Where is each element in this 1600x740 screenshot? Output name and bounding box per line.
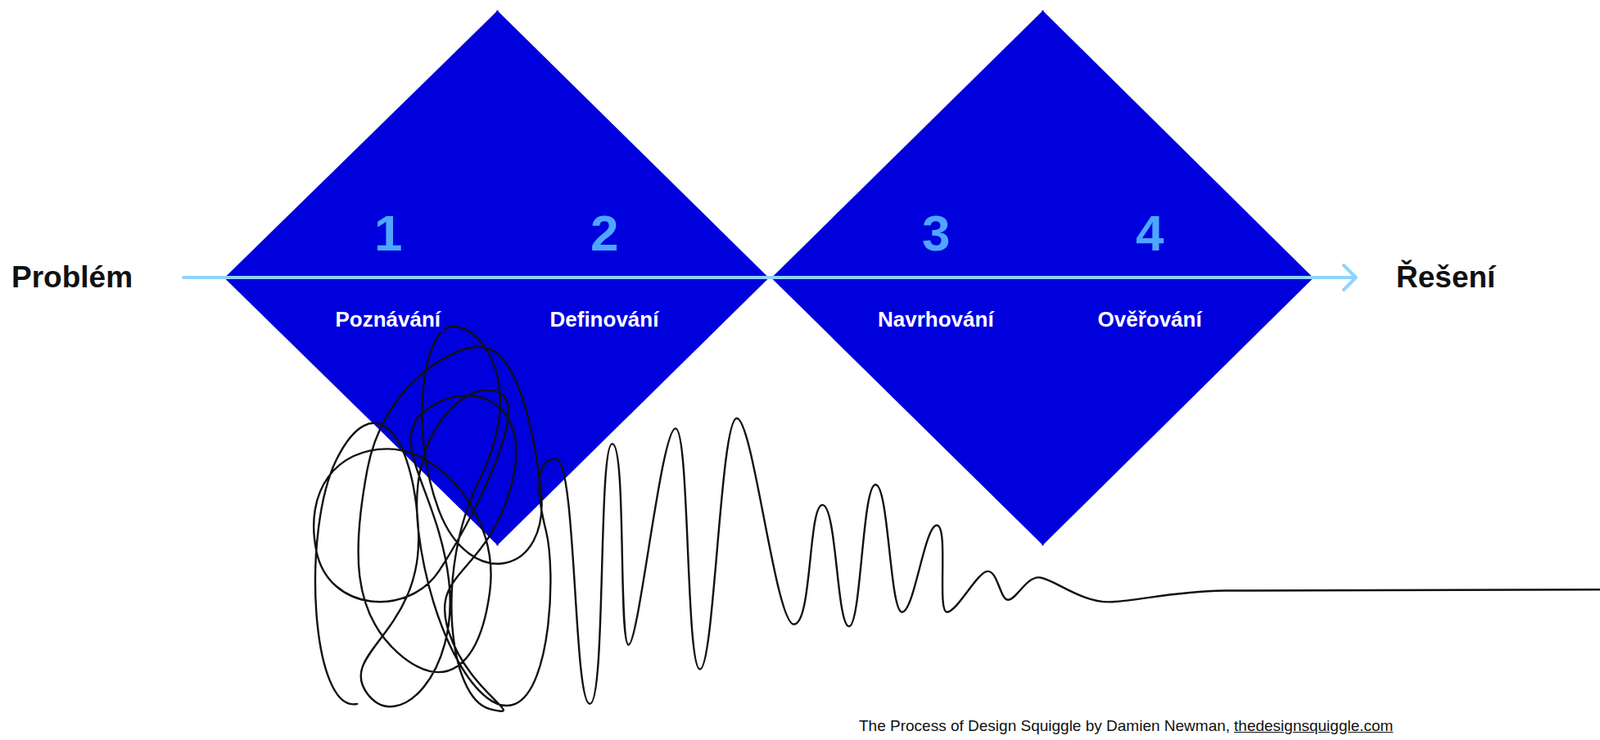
arrow-head	[1343, 265, 1356, 290]
start-label: Problém	[11, 260, 133, 295]
credit-line: The Process of Design Squiggle by Damien…	[858, 717, 1393, 736]
phase-label: Navrhování	[874, 307, 998, 333]
squiggle-line	[313, 326, 1600, 712]
phase-label: Definování	[546, 307, 663, 333]
source-link: thedesignsquiggle.com	[1233, 717, 1393, 736]
phase-label: Poznávání	[332, 307, 445, 333]
phase-number: 1	[370, 203, 406, 263]
phase-number: 2	[587, 203, 622, 263]
phase-label: Ověřování	[1094, 307, 1206, 333]
phase-number: 3	[918, 203, 954, 263]
end-label: Řešení	[1396, 260, 1496, 295]
phase-number: 4	[1132, 203, 1167, 263]
credit-caption: The Process of Design Squiggle by Damien…	[858, 717, 1230, 736]
end-label-holder: Řešení	[1396, 260, 1496, 295]
start-label-holder: Problém	[11, 260, 133, 295]
arrow-shaft	[183, 275, 1356, 280]
